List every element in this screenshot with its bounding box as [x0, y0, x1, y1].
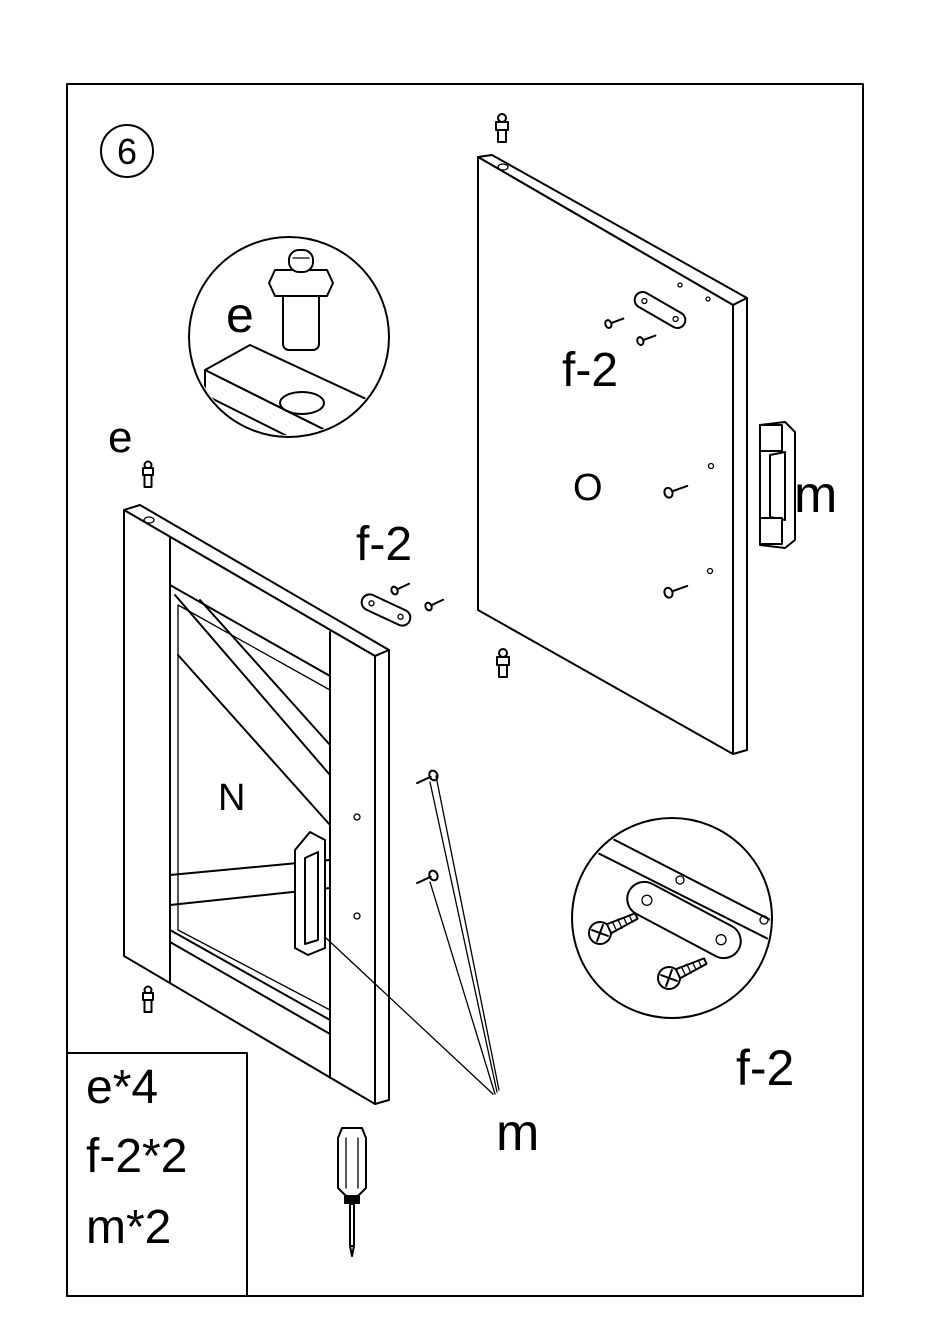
label-f2-left: f-2	[356, 518, 412, 571]
leader-line	[430, 882, 495, 1094]
label-m-bottom: m	[496, 1104, 539, 1162]
screw-icon	[415, 769, 439, 787]
wooden-dowel-icon	[143, 987, 153, 1013]
handle-icon	[295, 832, 325, 955]
panel-n	[124, 505, 389, 1104]
label-panel-o: O	[573, 467, 603, 509]
screw-icon	[424, 596, 445, 611]
detail-dowel	[189, 237, 390, 465]
screw-icon	[654, 951, 710, 992]
screw-icon	[415, 869, 439, 887]
handle-icon	[760, 422, 795, 548]
label-panel-n: N	[218, 777, 245, 819]
label-e-left: e	[108, 413, 132, 462]
label-e-detail: e	[226, 287, 254, 343]
leader-line	[430, 782, 497, 1092]
label-f2-detail: f-2	[736, 1040, 794, 1096]
parts-list-item: f-2*2	[86, 1130, 187, 1183]
parts-list-item: m*2	[86, 1201, 171, 1254]
hinge-plate-icon	[359, 592, 413, 628]
step-badge: 6	[101, 125, 153, 177]
label-m-right: m	[794, 466, 837, 524]
screw-icon	[390, 580, 411, 595]
wooden-dowel-icon	[269, 250, 333, 350]
parts-list: e*4 f-2*2 m*2	[67, 1053, 247, 1296]
step-number: 6	[117, 131, 137, 172]
wooden-dowel-icon	[143, 462, 153, 488]
panel-o	[478, 155, 747, 754]
parts-list-item: e*4	[86, 1061, 158, 1114]
label-f2-top: f-2	[562, 344, 618, 397]
wooden-dowel-icon	[496, 114, 508, 142]
wooden-dowel-icon	[497, 649, 509, 677]
hinge-plate-icon	[621, 876, 746, 964]
screwdriver-icon	[338, 1128, 366, 1256]
detail-hinge-plate	[572, 818, 790, 1018]
